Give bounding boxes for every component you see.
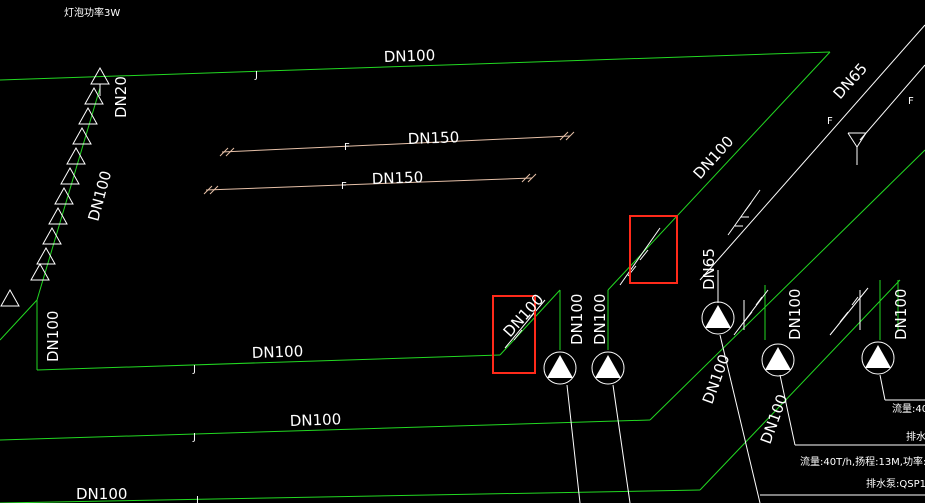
drain-pump5-down [879, 374, 886, 401]
code-j-bottom: J [195, 495, 199, 503]
drain-pump3-down [719, 334, 761, 503]
drain-pump2-down [612, 384, 631, 503]
highlight-box-valve-1[interactable] [492, 295, 536, 374]
label-diag-main: DN100 [690, 132, 738, 182]
label-left-riser: DN100 [84, 169, 115, 223]
label-fire-2: DN150 [372, 168, 424, 188]
valve-marks [513, 202, 859, 341]
label-pump1-a: DN100 [568, 294, 586, 345]
drain-valve-c [727, 189, 761, 236]
top-note: 灯泡功率3W [64, 6, 120, 19]
pipe-lower-j [0, 419, 651, 441]
drain-fork [859, 64, 925, 141]
pipe-mid-j-rise [499, 289, 561, 356]
code-f-1: F [344, 142, 350, 153]
label-pump2-a: DN100 [699, 352, 733, 406]
code-j-top: J [254, 70, 258, 81]
label-fire-1: DN150 [408, 128, 460, 148]
label-left-vertical: DN100 [44, 311, 62, 362]
pump-flow-right: 流量:40 [892, 402, 925, 415]
drain-pump4-down [779, 374, 796, 446]
fire-line-2 [205, 177, 533, 191]
pump-2 [591, 351, 625, 385]
label-bottom-j: DN100 [76, 485, 127, 503]
fork-symbol [847, 132, 867, 165]
label-right-dn65: DN65 [700, 248, 718, 290]
label-top-main: DN100 [384, 46, 436, 66]
drain-valve-b [829, 287, 869, 336]
pump-flow-bottom: 流量:40T/h,扬程:13M,功率:2.2 [800, 455, 925, 468]
code-j-lower: J [192, 432, 196, 443]
pump-1 [543, 351, 577, 385]
drain-pump1-down [566, 384, 581, 503]
pump-5 [861, 341, 895, 375]
pump-3 [701, 301, 735, 335]
label-right-dn65-top: DN65 [830, 60, 871, 103]
drain-valve-d [619, 227, 661, 286]
code-f-right-2: F [908, 96, 914, 107]
pump-model-right: 排水泵 [906, 430, 925, 443]
drain-top-diag [699, 24, 925, 281]
label-lower-j: DN100 [290, 410, 342, 430]
drain-valve-e [504, 299, 546, 349]
pipe-left-short [0, 299, 38, 341]
pump-4 [761, 343, 795, 377]
label-pump4-a: DN100 [892, 289, 910, 340]
pipe-mid-j [36, 354, 501, 371]
code-f-right: F [827, 116, 833, 127]
pipe-left-riser [36, 87, 101, 301]
code-j-mid: J [192, 364, 196, 375]
label-mid-j: DN100 [252, 342, 304, 362]
label-pump1-b: DN100 [591, 294, 609, 345]
highlight-box-valve-2[interactable] [629, 215, 678, 284]
pump-model-bottom: 排水泵:QSP10 [866, 477, 925, 490]
fire-line-1 [221, 135, 571, 153]
label-valve-box: DN100 [500, 290, 548, 340]
pipe-diag-main [607, 51, 831, 291]
pipe-bottom-j [0, 489, 701, 503]
sprinkler-stack [0, 66, 110, 307]
pipe-bottom-j-rise [699, 279, 901, 491]
label-upper-left-riser: DN20 [112, 76, 130, 118]
pipe-top-main [0, 51, 831, 81]
code-f-2: F [341, 181, 347, 192]
pipe-lower-j-rise [649, 149, 925, 421]
label-pump3-a: DN100 [786, 289, 804, 340]
fire-end-marks [203, 131, 575, 195]
label-pump3-b: DN100 [757, 392, 791, 446]
